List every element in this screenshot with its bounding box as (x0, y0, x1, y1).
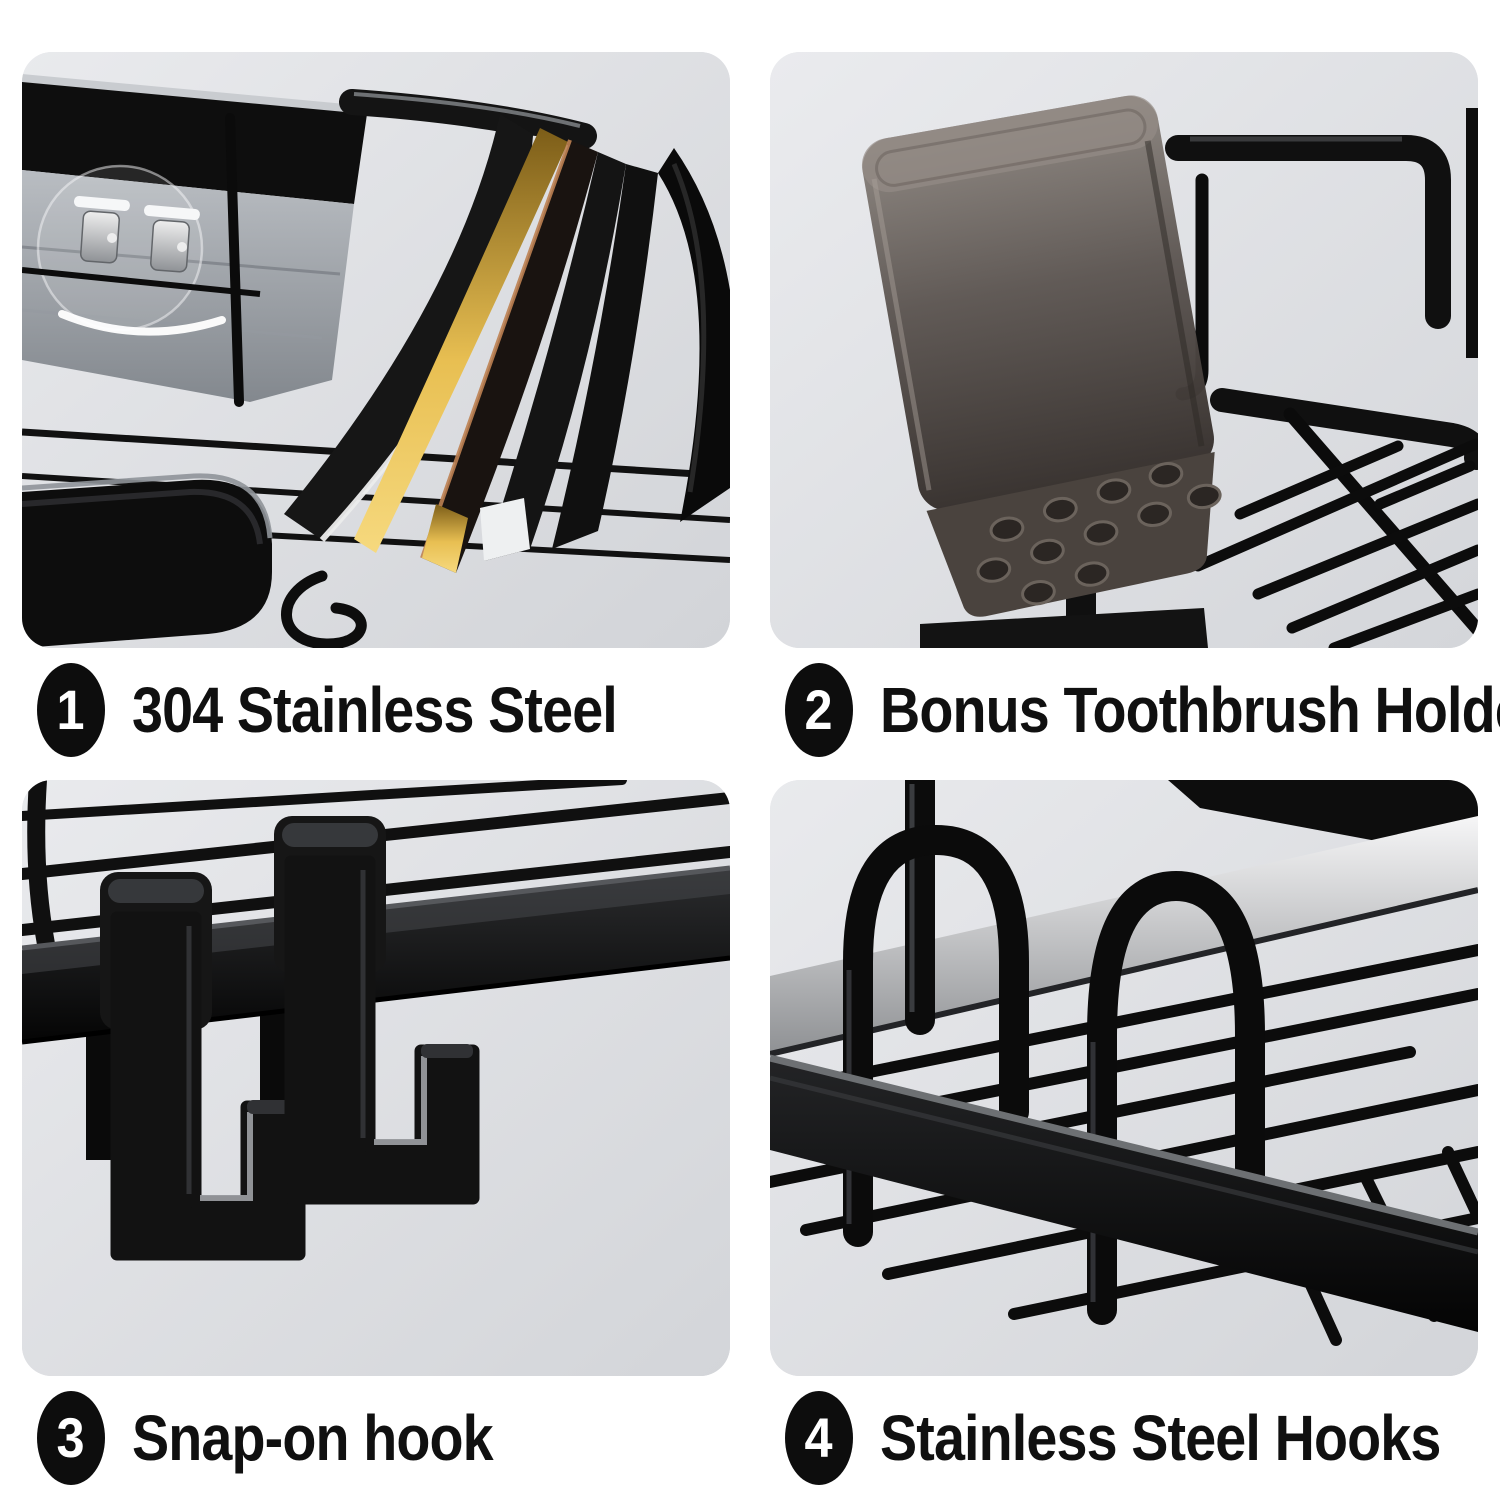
metal-latch-icon (74, 195, 130, 264)
badge-number-text: 2 (804, 678, 834, 741)
drain-holes (976, 462, 1222, 606)
badge-number-text: 4 (804, 1406, 834, 1469)
metal-latch-icon (144, 204, 200, 273)
photo-snap-on-hooks (22, 780, 730, 1376)
photo-stainless-steel-layers (22, 52, 730, 648)
feature-caption-3: 3 Snap-on hook (22, 1386, 730, 1490)
badge-number-text: 1 (56, 678, 86, 741)
feature-label-3: Snap-on hook (132, 1402, 494, 1474)
adhesive-pad (36, 164, 226, 336)
feature-card-1: 1 304 Stainless Steel (22, 52, 730, 762)
shelf-front-rim (770, 1054, 1478, 1332)
s-curl-wire (281, 570, 367, 648)
wire-hooks-illustration (770, 780, 1478, 1376)
toothbrush-cup (861, 95, 1222, 617)
snap-hook (274, 816, 480, 1205)
basket-front-rim (22, 473, 273, 648)
wire-arch-hook (843, 824, 1265, 1325)
stainless-steel-layers-illustration (22, 52, 730, 648)
number-badge-3: 3 (37, 1391, 105, 1485)
feature-label-1: 304 Stainless Steel (132, 674, 618, 746)
number-badge-4: 4 (785, 1391, 853, 1485)
feature-caption-2: 2 Bonus Toothbrush Holder (770, 658, 1500, 762)
photo-toothbrush-holder (770, 52, 1478, 648)
steel-layer-fan (284, 114, 730, 573)
basket-grid (1192, 388, 1478, 648)
toothbrush-holder-illustration (770, 52, 1478, 648)
feature-card-2: 2 Bonus Toothbrush Holder (770, 52, 1500, 762)
snap-on-hook-illustration (22, 780, 730, 1376)
photo-stainless-steel-hooks (770, 780, 1478, 1376)
feature-label-4: Stainless Steel Hooks (880, 1402, 1441, 1474)
feature-label-2: Bonus Toothbrush Holder (880, 674, 1500, 746)
badge-number-text: 3 (56, 1406, 86, 1469)
feature-caption-4: 4 Stainless Steel Hooks (770, 1386, 1478, 1490)
number-badge-2: 2 (785, 663, 853, 757)
number-badge-1: 1 (37, 663, 105, 757)
feature-card-3: 3 Snap-on hook (22, 780, 730, 1490)
feature-caption-1: 1 304 Stainless Steel (22, 658, 730, 762)
feature-card-4: 4 Stainless Steel Hooks (770, 780, 1478, 1490)
